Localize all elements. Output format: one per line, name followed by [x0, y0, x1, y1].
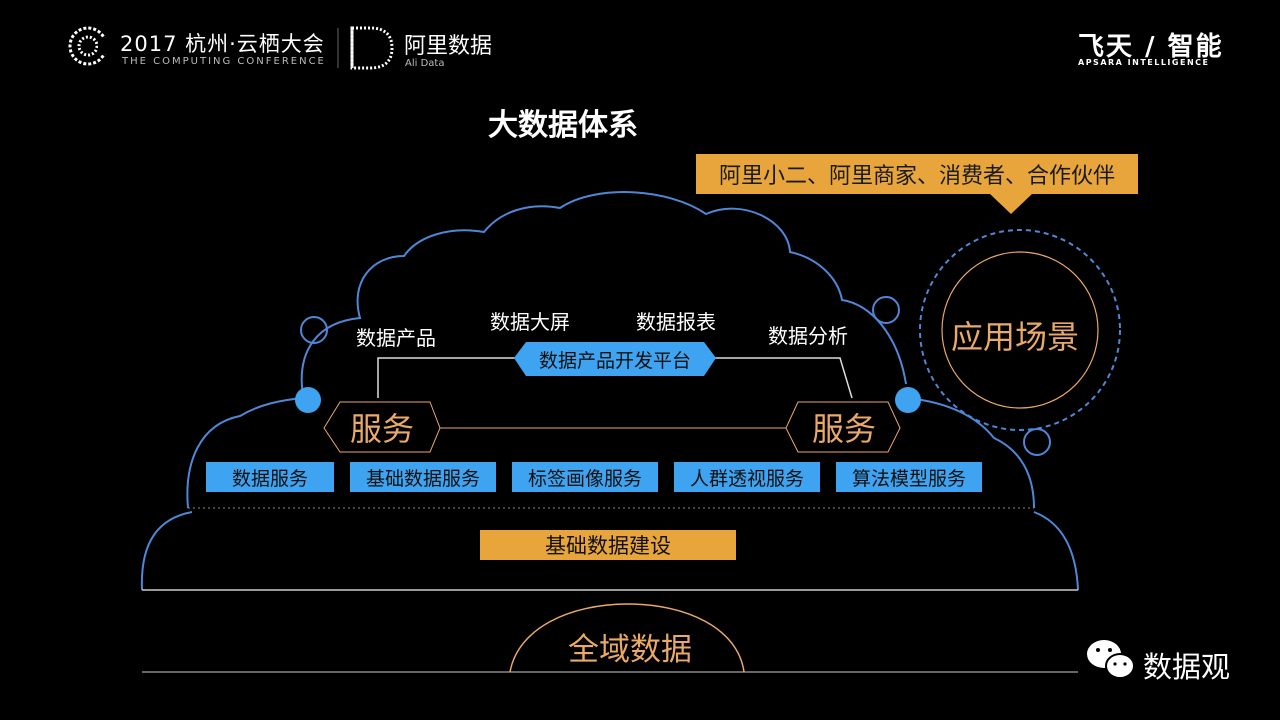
conference-title: 2017 杭州·云栖大会 [120, 32, 325, 56]
ali-data-logo-icon [350, 26, 394, 70]
watermark-label: 数据观 [1143, 650, 1231, 684]
users-pointer [990, 194, 1032, 214]
global-data-arc [509, 603, 745, 673]
service-box-algorithm-model: 算法模型服务 [836, 462, 982, 492]
application-outer-ring [919, 229, 1121, 431]
bubble-right-small [872, 296, 900, 324]
conference-logo-icon [68, 26, 108, 66]
apsara-subtitle: APSARA INTELLIGENCE [1078, 58, 1210, 67]
platform-connector-left [377, 357, 520, 398]
service-left-frame [323, 401, 441, 453]
foundation-box: 基础数据建设 [480, 530, 736, 560]
platform-shape [514, 342, 716, 376]
application-inner-ring [941, 251, 1099, 409]
ali-data-subtitle: Ali Data [405, 58, 445, 69]
application-label: 应用场景 [950, 318, 1079, 356]
service-box-tag-profile: 标签画像服务 [512, 462, 658, 492]
wechat-icon [1087, 640, 1135, 679]
conference-subtitle: THE COMPUTING CONFERENCE [122, 56, 326, 67]
connector-dot-right [895, 387, 921, 413]
lower-cloud-outline [186, 397, 1035, 509]
ali-data-title: 阿里数据 [404, 34, 493, 59]
apsara-title: 飞天 / 智能 [1078, 32, 1224, 62]
product-data-screen: 数据大屏 [490, 310, 570, 334]
platform-label: 数据产品开发平台 [538, 349, 691, 372]
service-left-label: 服务 [349, 410, 414, 448]
connector-dot-left [295, 387, 321, 413]
bubble-bottom-right [1023, 428, 1051, 456]
bubble-left-small [300, 316, 328, 344]
diagram-title: 大数据体系 [488, 108, 638, 143]
users-box: 阿里小二、阿里商家、消费者、合作伙伴 [696, 154, 1138, 194]
upper-cloud-outline [300, 191, 907, 397]
product-data-report: 数据报表 [636, 310, 716, 334]
base-cloud-outline [140, 511, 1079, 591]
global-data-label: 全域数据 [568, 631, 692, 668]
product-data-analysis: 数据分析 [768, 324, 848, 348]
service-box-basic-data: 基础数据服务 [350, 462, 496, 492]
platform-connector-right [710, 357, 853, 399]
service-right-label: 服务 [811, 410, 876, 448]
service-box-data: 数据服务 [206, 462, 334, 492]
service-box-crowd-insight: 人群透视服务 [674, 462, 820, 492]
product-data-product: 数据产品 [356, 326, 436, 350]
